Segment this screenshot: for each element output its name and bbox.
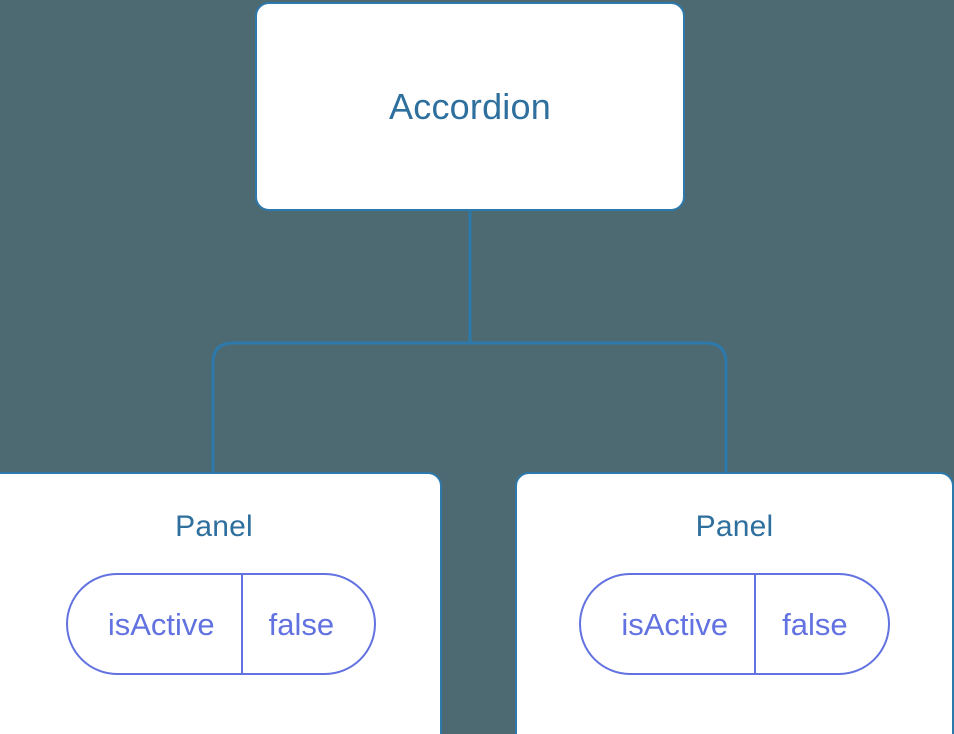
edge-accordion-to-panel-1: [470, 341, 728, 478]
state-key: isActive: [68, 575, 243, 673]
state-pill-panel-0-isactive[interactable]: isActive false: [65, 573, 377, 675]
state-value: false: [268, 606, 335, 642]
edge-accordion-to-panel-0: [211, 341, 470, 478]
node-accordion[interactable]: Accordion: [255, 2, 685, 211]
node-accordion-title: Accordion: [389, 85, 551, 127]
node-panel-0-title: Panel: [175, 510, 253, 543]
node-panel-0[interactable]: Panel isActive false: [0, 472, 442, 734]
node-panel-1[interactable]: Panel isActive false: [515, 472, 954, 734]
state-value: false: [782, 606, 848, 642]
state-pill-panel-1-isactive[interactable]: isActive false: [579, 573, 890, 675]
node-panel-1-title: Panel: [695, 510, 774, 543]
state-key: isActive: [581, 575, 757, 673]
